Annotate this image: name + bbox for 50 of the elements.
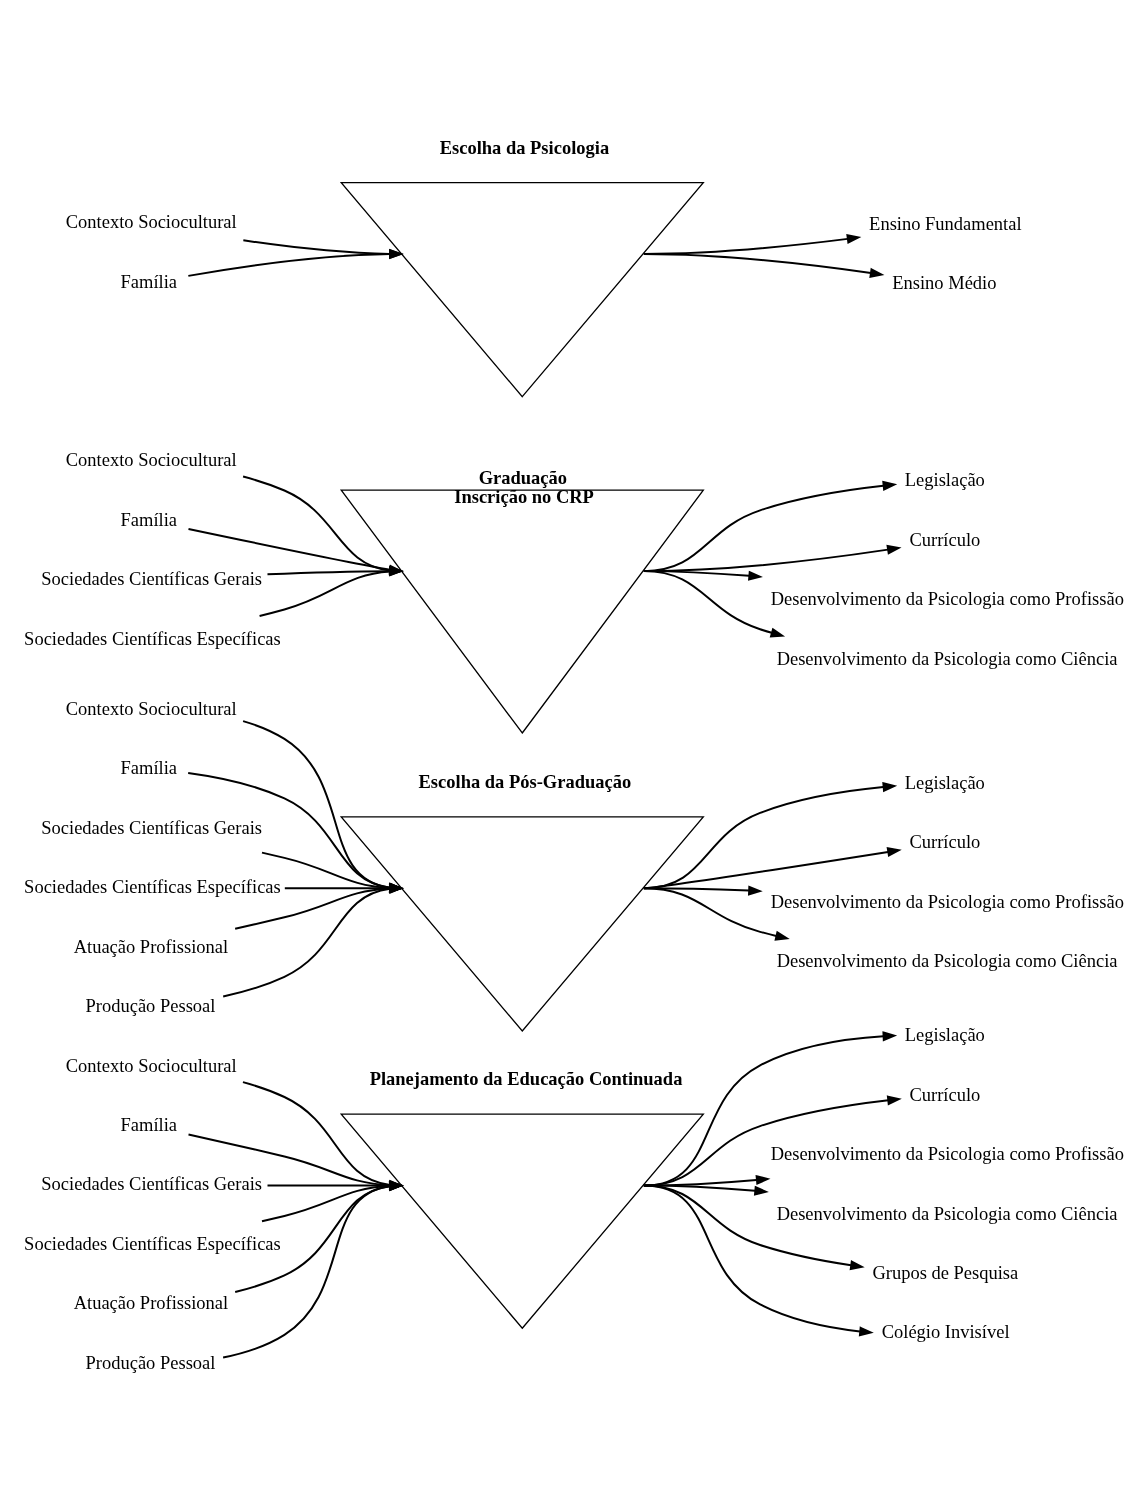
node-text: Família (120, 1114, 178, 1135)
arrow (222, 883, 404, 998)
node-text: Currículo (909, 529, 981, 550)
node-text: Desenvolvimento da Psicologia como Profissão (770, 589, 1124, 610)
node-text: Família (120, 271, 178, 292)
arrow (642, 1184, 874, 1337)
node-text: Desenvolvimento da Psicologia como Ciência (776, 648, 1118, 669)
node-text: Sociedades Científicas Gerais (41, 569, 263, 590)
node-text: Desenvolvimento da Psicologia como Ciência (776, 951, 1118, 972)
node-text: Desenvolvimento da Psicologia como Profissão (770, 891, 1124, 912)
node-text: Produção Pessoal (85, 1352, 216, 1373)
node-label: Graduação (478, 468, 567, 489)
node-label: Escolha da Psicologia (439, 137, 610, 158)
node-text: Família (120, 509, 178, 530)
node-text: Atuação Profissional (73, 1293, 229, 1314)
node-text: Ensino Fundamental (869, 213, 1022, 234)
node-text: Sociedades Científicas Gerais (41, 1174, 263, 1195)
node-text: Atuação Profissional (73, 936, 229, 957)
arrow (261, 851, 404, 894)
arrow (642, 253, 885, 278)
arrow (242, 720, 404, 893)
node-text: Sociedades Científicas Específicas (24, 877, 281, 898)
arrow (642, 887, 790, 941)
node-text: Colégio Invisível (881, 1322, 1010, 1343)
node-text: Legislação (904, 772, 985, 793)
node-text: Sociedades Científicas Gerais (41, 817, 263, 838)
node-text: Grupos de Pesquisa (872, 1262, 1019, 1283)
arrow (642, 570, 786, 638)
node-text: Currículo (909, 1084, 981, 1105)
node-text: Sociedades Científicas Específicas (24, 628, 281, 649)
node-text: Legislação (904, 1025, 985, 1046)
arrow (642, 1031, 898, 1187)
node-text: Contexto Sociocultural (65, 1055, 237, 1076)
node-text: Contexto Sociocultural (65, 450, 237, 471)
node-text: Contexto Sociocultural (65, 212, 237, 233)
node-label: Planejamento da Educação Continuada (369, 1069, 683, 1090)
node-text: Ensino Médio (892, 273, 997, 294)
node-text: Produção Pessoal (85, 996, 216, 1017)
node-text: Desenvolvimento da Psicologia como Profissão (770, 1144, 1124, 1165)
node-text: Família (120, 758, 178, 779)
arrow (187, 772, 404, 893)
arrow (234, 883, 404, 930)
node-text: Contexto Sociocultural (65, 698, 237, 719)
node-text: Currículo (909, 832, 981, 853)
arrow (642, 1095, 902, 1187)
node-text: Sociedades Científicas Específicas (24, 1233, 281, 1254)
node-text: Legislação (904, 470, 985, 491)
node-text: Desenvolvimento da Psicologia como Ciência (776, 1203, 1118, 1224)
node-label: Escolha da Pós-Graduação (418, 772, 632, 793)
arrow (283, 883, 404, 894)
